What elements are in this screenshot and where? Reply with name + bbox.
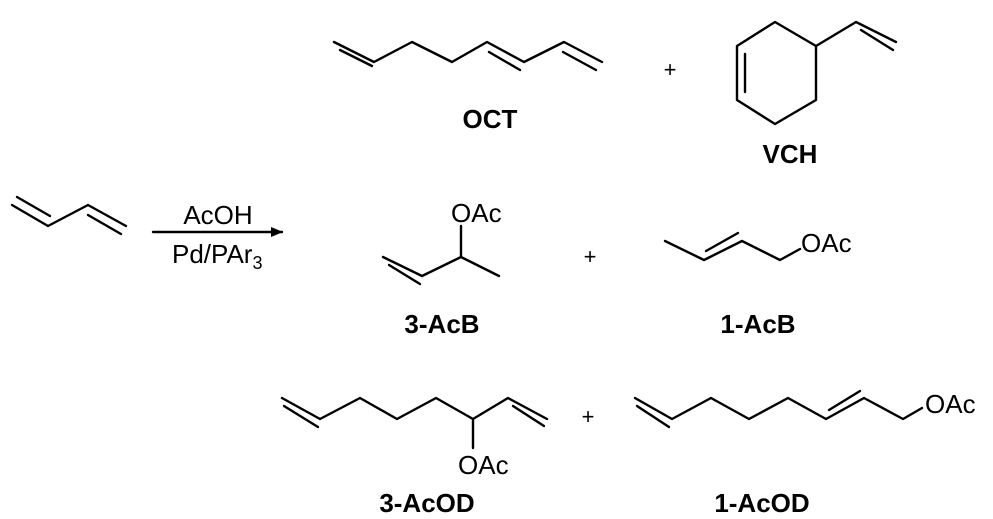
acb1-oac-group: OAc	[801, 228, 852, 258]
vch-label: VCH	[763, 139, 818, 169]
acod1-label: 1-AcOD	[714, 488, 809, 518]
acb3-structure	[381, 224, 501, 286]
butadiene-structure	[10, 195, 128, 236]
reagent-below-main: Pd/PAr	[172, 239, 253, 269]
reagent-above: AcOH	[183, 200, 252, 230]
acod1-structure	[633, 389, 924, 429]
reagent-below-subscript: 3	[252, 253, 262, 273]
acb3-oac-group: OAc	[451, 198, 502, 228]
acb1-structure	[663, 231, 802, 262]
oct-structure	[332, 40, 604, 72]
oct-label: OCT	[463, 104, 518, 134]
acod3-structure	[280, 396, 549, 450]
plus-sign-1: +	[664, 57, 677, 82]
plus-sign-2: +	[584, 244, 597, 269]
acb3-label: 3-AcB	[404, 309, 479, 339]
vch-structure	[735, 20, 898, 126]
acod3-oac-group: OAc	[458, 450, 509, 480]
acod1-oac-group: OAc	[925, 389, 976, 419]
plus-sign-3: +	[582, 404, 595, 429]
reagent-below: Pd/PAr3	[172, 239, 262, 273]
acod3-label: 3-AcOD	[379, 488, 474, 518]
acb1-label: 1-AcB	[720, 309, 795, 339]
